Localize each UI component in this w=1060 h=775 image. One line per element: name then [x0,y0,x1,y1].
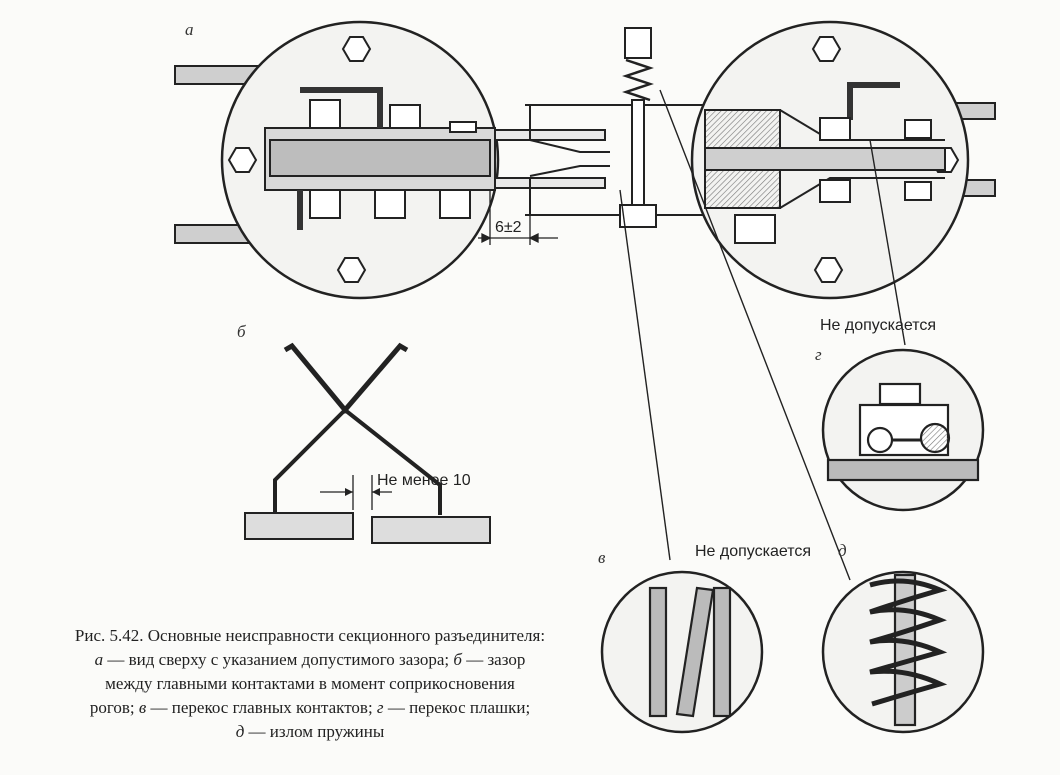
detail-v [600,570,764,734]
caption-line-3: между главными контактами в момент сопри… [105,674,515,693]
caption-line-1: Рис. 5.42. Основные неисправности секцио… [74,626,546,645]
caption-line-4: рогов; в — перекос главных контактов; г … [89,698,531,717]
detail-g [821,348,985,512]
panel-label-v: в [598,548,606,567]
leader-lines [619,89,906,581]
panel-label-b: б [237,322,246,341]
left-disk [220,20,500,300]
gap-dimension [478,190,558,245]
caption-line-5: д — излом пружины [235,722,385,741]
right-disk [690,20,970,300]
min-gap-text: Не менее 10 [377,472,471,489]
middle-contacts [494,27,715,228]
detail-d [821,570,985,734]
view-a [174,20,996,300]
panel-label-g: г [815,345,822,364]
caption-block: Рис. 5.42. Основные неисправности секцио… [20,624,600,744]
not-allowed-g-text: Не допускается [820,317,936,334]
caption-line-2: а — вид сверху с указанием допустимого з… [94,650,526,669]
not-allowed-v-text: Не допускается [695,543,811,560]
gap-dimension-text: 6±2 [495,219,522,236]
view-b [244,342,491,544]
panel-label-d: д [838,541,847,560]
panel-label-a: а [185,20,194,39]
